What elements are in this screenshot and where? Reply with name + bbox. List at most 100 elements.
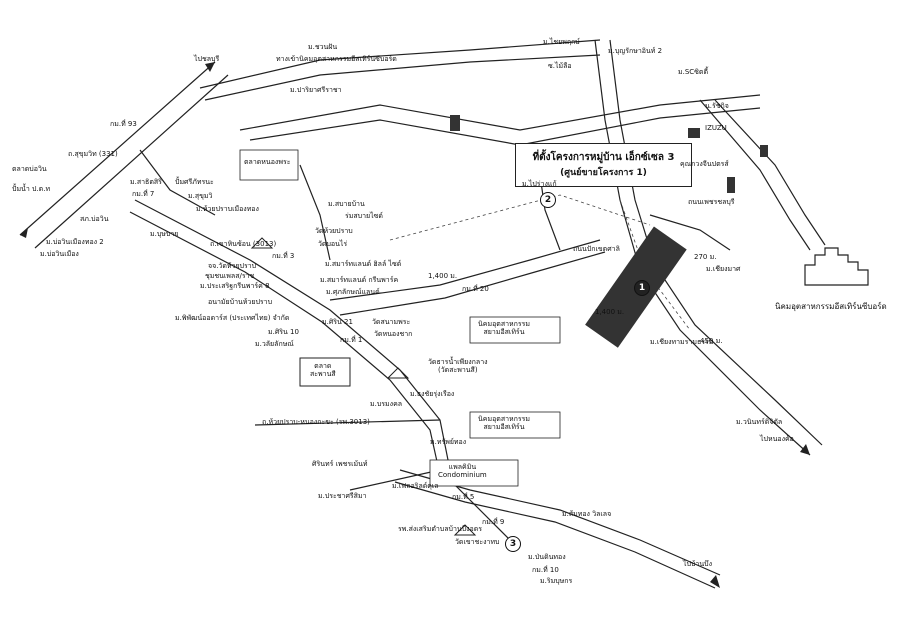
place-label: ม.วลัยลักษณ์ [255, 340, 294, 348]
building-icon [688, 128, 700, 138]
place-label: ไปหนองค้อ [760, 435, 794, 443]
place-label: ม.ศิริน 21 [322, 318, 353, 326]
place-label: 1,400 ม. [428, 272, 458, 280]
road-km20-b [339, 251, 606, 316]
place-label: ม.ชวนฝัน [308, 43, 338, 51]
place-label: ชุมชนเพลส/ราช [205, 272, 255, 280]
place-label: ม.บ่อวินเมือง [40, 250, 79, 258]
place-label: น.รัชกิจ [705, 102, 729, 110]
place-label: ม.สบายบ้าน [328, 200, 365, 208]
place-label: ปั้มน้ำ ป.ต.ท [12, 185, 51, 193]
arrow-left [20, 228, 28, 238]
place-label: ม.ทรัพย์ทอง [430, 438, 467, 446]
marker-2[interactable]: 2 [540, 192, 556, 208]
place-label: ม.สาธิตสิริ [130, 178, 162, 186]
wat-box [239, 149, 299, 181]
place-label: กม.ที่ 7 [132, 190, 155, 198]
place-label: ไปบ้านบึง [683, 560, 712, 568]
industrial-box-2 [469, 411, 561, 439]
place-label: ม.ไปร่างแก้ [522, 180, 557, 188]
place-label: กม.ที่ 3 [272, 252, 295, 260]
market-box [299, 357, 351, 387]
place-label: ม.บุษบาย [150, 230, 179, 238]
place-label: 1,400 ม. [595, 308, 625, 316]
place-label: ม.ป่นดินทอง [528, 553, 566, 561]
road-3013-a [134, 199, 451, 471]
place-label: ม.สมาร์ทแลนด์ ฮิลล์ ไซด์ [325, 260, 402, 268]
place-label: ม.สมาร์ทแลนด์ กรีนพาร์ค [320, 276, 399, 284]
place-label: ม.ส้มทอง วิลเลจ [562, 510, 612, 518]
road-3013-west [254, 419, 441, 426]
arrow-bottom-right [800, 444, 810, 455]
place-label: แพลคิมิน Condominium [438, 463, 487, 479]
place-label: กม.ที่ 9 [482, 518, 505, 526]
place-label: ตลาด สะพานสี [310, 362, 336, 378]
place-label: ม.ศิริน 10 [268, 328, 299, 336]
place-label: กม.ที่ 20 [462, 285, 489, 293]
place-label: กม.ที่ 5 [452, 493, 475, 501]
place-label: ม.ห้วยปราบเมืองทอง [196, 205, 259, 213]
building-icon [760, 145, 768, 157]
road-connector-d [299, 164, 331, 261]
road-east-b [714, 99, 826, 246]
place-label: ถนนปักเขตศาลิ [573, 245, 620, 253]
place-label: 450 ม. [700, 337, 723, 345]
place-label: วัดบอนไร่ [318, 240, 348, 248]
place-label: กม.ที่ 10 [532, 566, 559, 574]
place-label: ม.SCซิตตี้ [678, 68, 709, 76]
place-label: ม.ริมบุษกร [540, 577, 573, 585]
road-3013-b [129, 211, 441, 476]
condo-box [429, 459, 519, 487]
place-label: ม.พิพัฒน์ออดาร์ส (ประเทศไทย) จำกัด [175, 314, 290, 322]
place-label: ม.เชียงทามรามธรรม [650, 338, 714, 346]
place-label: ม.เชียงมาศ [706, 265, 741, 273]
road-connector-b [649, 214, 731, 251]
industrial-box-1 [469, 316, 561, 344]
arrow-top-left [205, 62, 215, 72]
place-label: วัดธารน้ำเพียงกลาง (วัดสะพานสี) [428, 358, 488, 374]
place-label: ศิรินทร์ เพชรเม้นท์ [312, 460, 368, 468]
dashed-road [389, 194, 651, 241]
marker-1[interactable]: 1 [634, 280, 650, 296]
place-label: ม.บ่อวินเมืองทอง 2 [46, 238, 104, 246]
building-icon [450, 115, 460, 131]
place-label: ตลาดบ่อวิน [12, 165, 47, 173]
place-label: นิคมอุตสาหกรรม สยามอีสเทิร์น [478, 415, 531, 431]
place-label: ถ.ห้วยปราบ-หนองกะขะ (รพ.3013) [262, 418, 370, 426]
place-label: ม.ปาริยาศรีราชา [290, 86, 342, 94]
place-label: IZUZU [705, 124, 727, 132]
place-label: ม.ไชยพฤกษ์ [543, 38, 580, 46]
project-title-box: ที่ตั้งโครงการหมู่บ้าน เอ็กซ์เซล 3 (ศูนย… [515, 143, 692, 187]
place-label: กม.ที่ 93 [110, 120, 137, 128]
project-title: ที่ตั้งโครงการหมู่บ้าน เอ็กซ์เซล 3 [532, 152, 675, 163]
road-sukhumvit-b [34, 74, 229, 249]
road-connector-c [139, 149, 216, 216]
estate-label: นิคมอุตสาหกรรมอีสเทิร์นซีบอร์ด [775, 302, 887, 311]
place-label: ม.สุขุมวิ [188, 192, 213, 200]
place-label: ม.ประเสริฐกรีนพาร์ค 8 [200, 282, 270, 290]
place-label: จจ.วัดห้วยปราบ [208, 262, 257, 270]
place-label: ถ.สุขุมวิท (331) [68, 150, 118, 158]
place-label: อนามัยบ้านห้วยปราบ [208, 298, 273, 306]
place-label: ม.วนินทร์ดิจิตัล [736, 418, 783, 426]
road-mid-b [249, 107, 761, 146]
place-label: รพ.ส่งเสริมตำบลบ้านบึงอดร [398, 525, 483, 533]
place-label: ม.ธงชัยรุ่งเรือง [410, 390, 455, 398]
road-km20-a [329, 239, 601, 301]
marker-3[interactable]: 3 [505, 536, 521, 552]
temple-icons [250, 237, 477, 536]
road-south-b [394, 481, 716, 589]
place-label: ถนนเพชรชลบุรี [688, 198, 735, 206]
arrow-bottom [710, 575, 720, 588]
place-label: 270 ม. [694, 253, 717, 261]
place-label: ม.บรมงคล [370, 400, 403, 408]
place-label: ร่มสบายไซด์ [345, 212, 383, 220]
place-label: ม.เฟลอริลด์ดุเล [392, 482, 439, 490]
place-label: กม.ที่ 1 [340, 336, 363, 344]
industrial-estate-icon [804, 247, 869, 286]
place-label: วัดหนองชาก [374, 330, 413, 338]
road-sukhumvit-a [19, 61, 216, 236]
place-label: ม.ศุภลักษณ์แลนด์ [326, 288, 380, 296]
road-north-a [199, 39, 601, 89]
place-label: ซ.ไม้ลือ [548, 62, 572, 70]
